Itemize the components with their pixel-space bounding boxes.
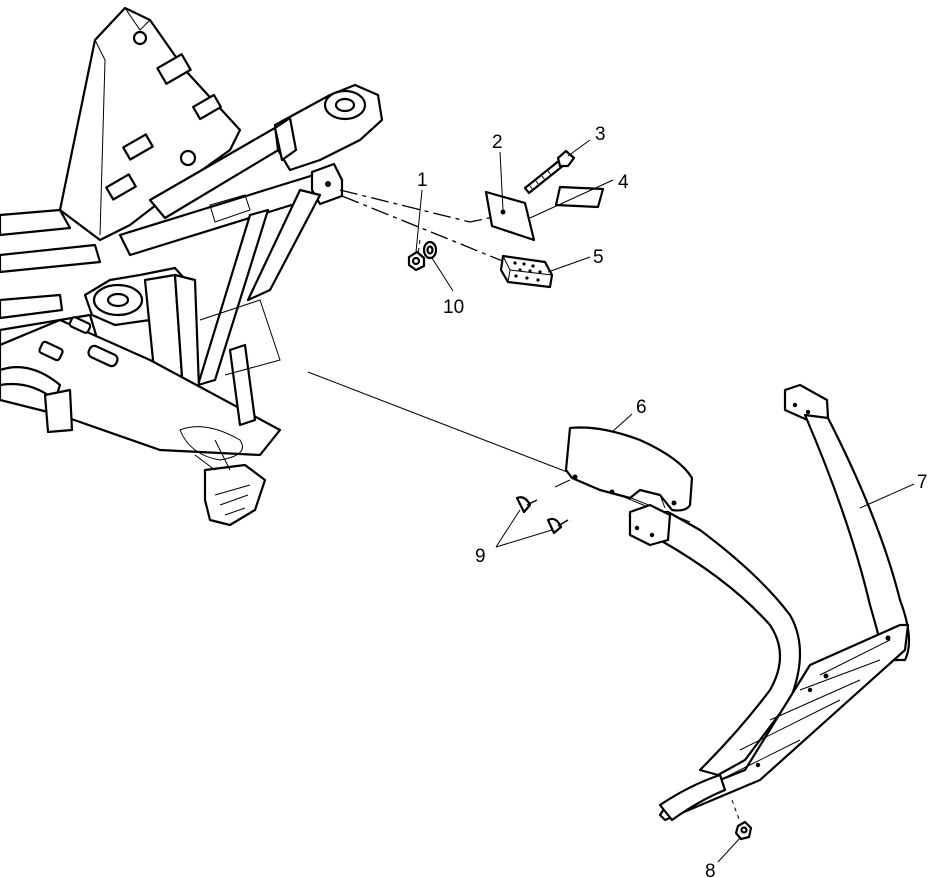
callout-1: 1 (417, 170, 428, 191)
callout-6: 6 (636, 397, 647, 418)
callout-9: 9 (475, 546, 486, 567)
callout-labels: 1 2 3 4 5 6 7 8 9 10 (417, 124, 928, 878)
callout-3: 3 (595, 124, 606, 145)
part-5-spacer (499, 254, 554, 289)
part-6-pad (564, 426, 694, 512)
part-10-washer (422, 240, 438, 260)
callout-8: 8 (705, 861, 716, 878)
vehicle-frame (0, 6, 384, 527)
part-2-plate (484, 190, 536, 242)
callout-5: 5 (593, 247, 604, 268)
callout-10: 10 (443, 297, 464, 318)
part-1-nut (407, 250, 426, 272)
part-8-bolt (734, 820, 753, 841)
callout-4: 4 (618, 172, 629, 193)
part-7-bumper (628, 383, 911, 822)
part-4-decal (554, 185, 605, 209)
leader-lines (415, 139, 915, 863)
callout-2: 2 (492, 132, 503, 153)
part-9-screws (515, 496, 569, 535)
callout-7: 7 (917, 472, 928, 493)
